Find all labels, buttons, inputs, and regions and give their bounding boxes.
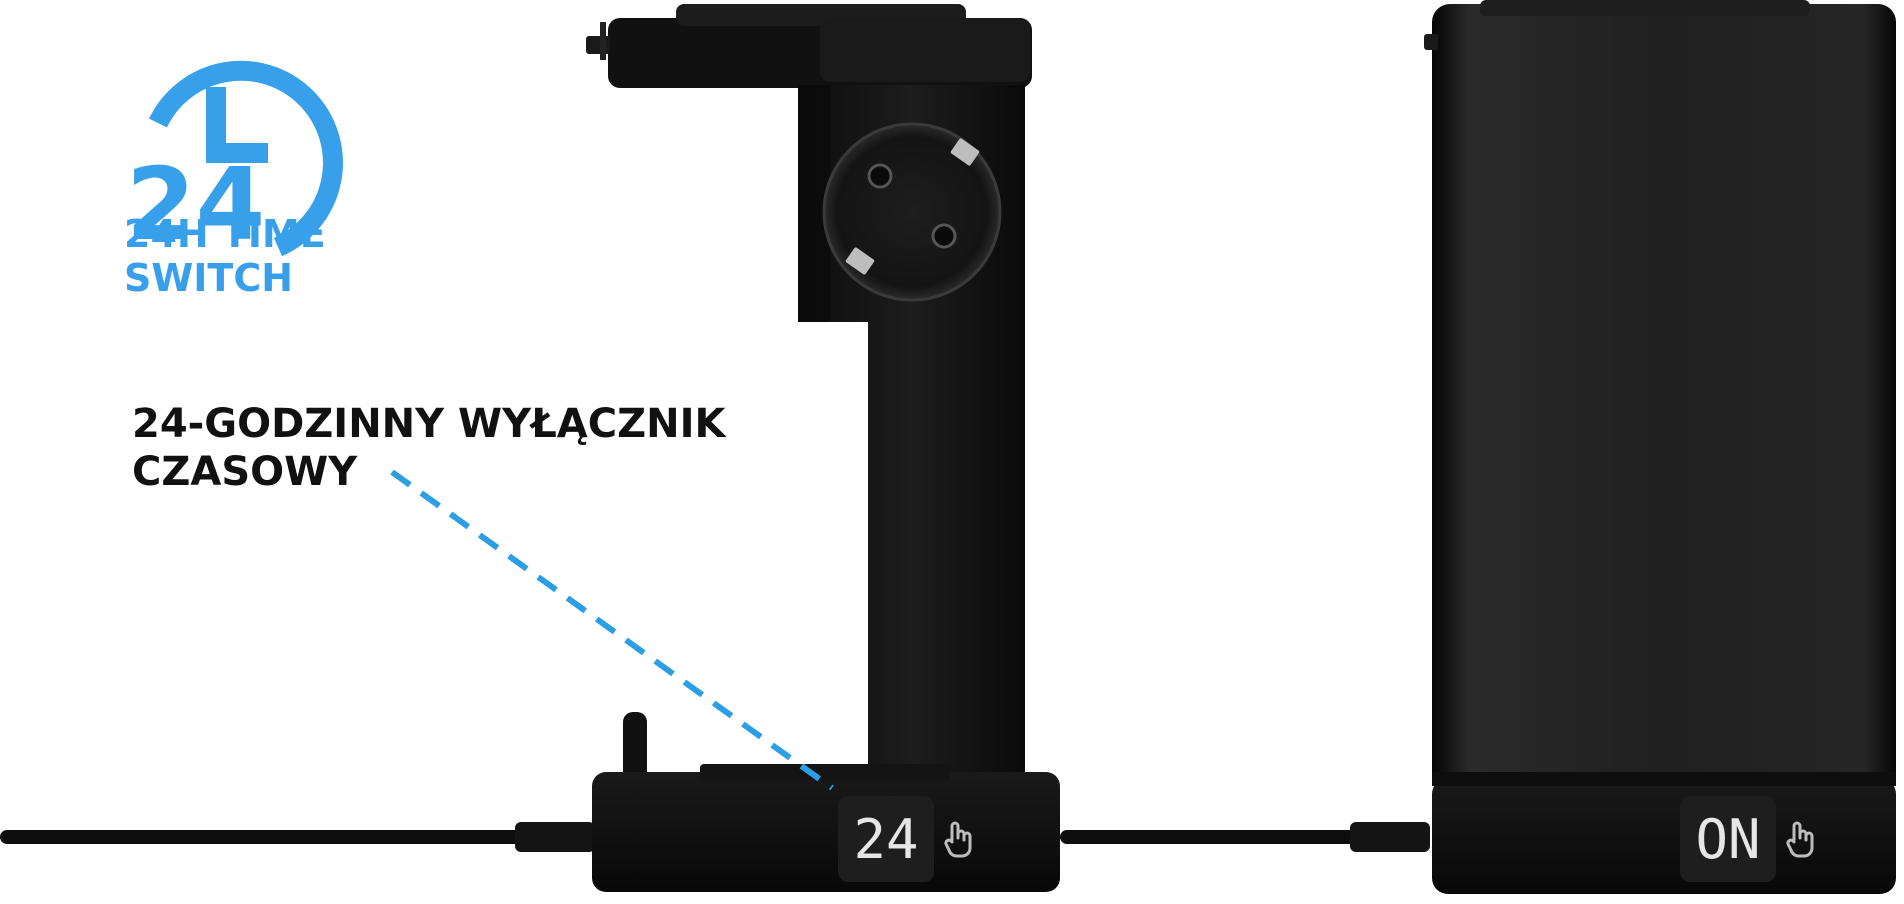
power-cable-left (0, 830, 600, 844)
left-timer-display (838, 796, 934, 882)
feature-badge-label: 24H TIME SWITCH (124, 212, 384, 300)
left-device-plug-hook (623, 712, 647, 782)
cable-sleeve-left (515, 822, 595, 852)
cable-sleeve-right (1350, 822, 1430, 852)
right-device-body (1432, 4, 1896, 794)
schuko-socket (822, 122, 1002, 302)
left-timer-digits: 24 (853, 808, 918, 871)
feature-badge-line1: 24H TIME (124, 212, 326, 256)
right-device-base (1432, 778, 1896, 894)
timer-callout-label: 24-GODZINNY WYŁĄCZNIK CZASOWY (132, 400, 725, 496)
left-device-base (592, 772, 1060, 892)
power-cable-middle (1060, 830, 1400, 844)
timer-callout-line2: CZASOWY (132, 449, 358, 495)
right-device-side-pin (1424, 34, 1438, 50)
left-device-side-pin (586, 36, 610, 54)
feature-badge-line2: SWITCH (124, 256, 294, 300)
clock-24h-icon: 24 (126, 60, 343, 263)
callout-leader-line (390, 469, 834, 791)
right-timer-digits: ON (1695, 808, 1760, 871)
right-timer-display (1680, 796, 1776, 882)
timer-callout-line1: 24-GODZINNY WYŁĄCZNIK (132, 401, 726, 447)
clock-badge-number: 24 (126, 146, 265, 263)
touch-hand-icon (944, 821, 972, 858)
touch-hand-icon-right (1786, 821, 1814, 858)
